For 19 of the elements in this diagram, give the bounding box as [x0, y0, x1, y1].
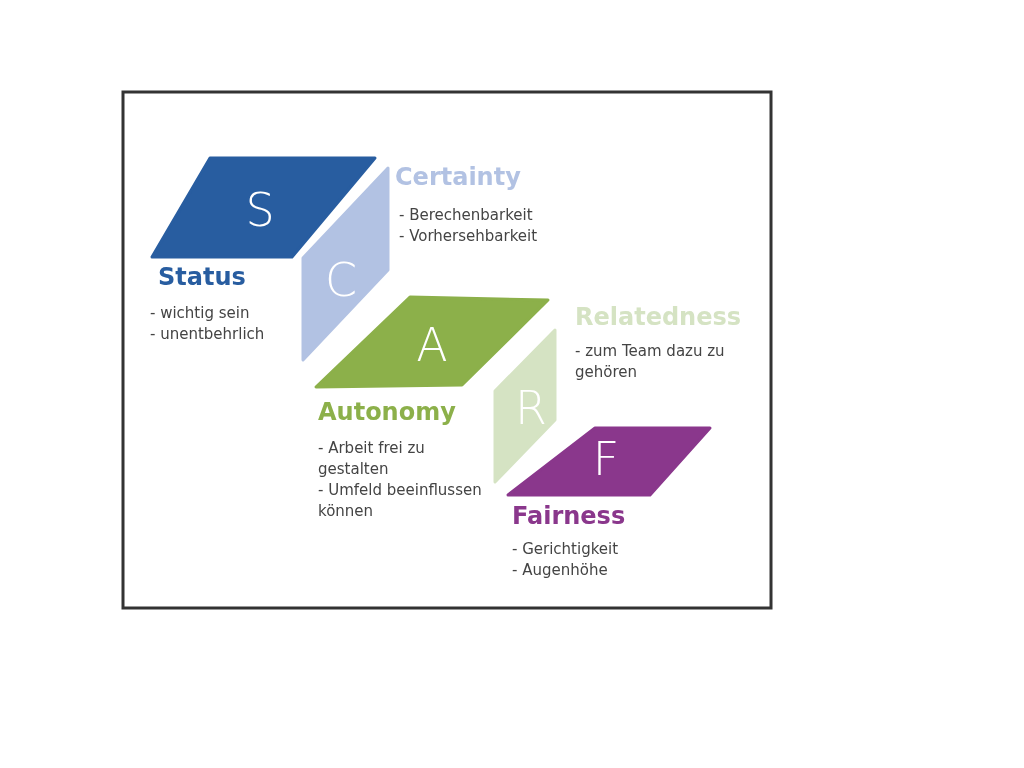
bullet-text: - Gerichtigkeit — [512, 539, 620, 560]
heading: Status — [158, 265, 246, 289]
bullet-text: - Arbeit frei zu gestalten — [318, 438, 426, 480]
heading: Certainty — [395, 165, 521, 189]
bullet-text: - Umfeld beeinflussen können — [318, 480, 483, 522]
bullet-text: - zum Team dazu zu gehören — [575, 341, 725, 383]
tile-letter: S — [245, 187, 275, 233]
tile-letter: R — [515, 385, 547, 431]
heading: Fairness — [512, 504, 626, 528]
tile-letter: C — [324, 257, 358, 303]
bullet-text: - Augenhöhe — [512, 560, 609, 581]
heading: Relatedness — [575, 305, 742, 329]
tile-letter: F — [592, 436, 620, 482]
bullet-text: - wichtig sein — [150, 303, 251, 324]
tile-letter: A — [416, 322, 448, 368]
bullet-text: - unentbehrlich — [150, 324, 266, 345]
bullet-text: - Berechenbarkeit — [399, 205, 534, 226]
heading: Autonomy — [318, 400, 456, 424]
bullet-text: - Vorhersehbarkeit — [399, 226, 539, 247]
